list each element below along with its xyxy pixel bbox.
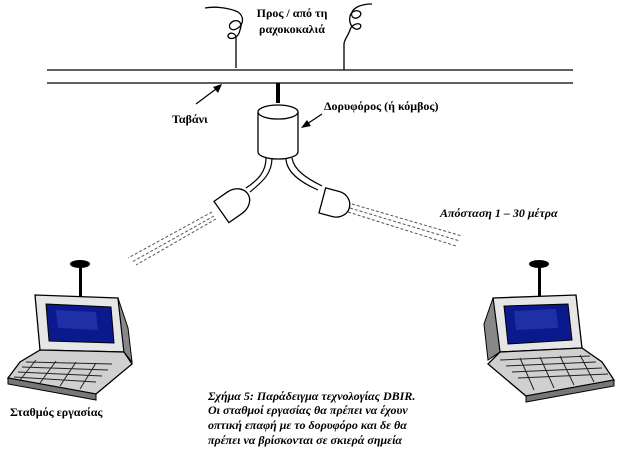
backbone-cable-right <box>343 3 373 70</box>
workstation-label: Σταθμός εργασίας <box>10 405 103 419</box>
ir-beam-right <box>347 203 463 247</box>
transceiver-right <box>318 187 351 218</box>
workstation-left <box>6 260 133 401</box>
caption-line-4: πρέπει να βρίσκονται σε σκιερά σημεία <box>208 433 403 447</box>
caption-line-1: Σχήμα 5: Παράδειγμα τεχνολογίας DBIR. <box>208 389 416 403</box>
caption-line-2: Οι σταθμοί εργασίας θα πρέπει να έχουν <box>208 403 408 417</box>
ceiling-arrow-head <box>213 84 222 93</box>
antenna-mast-left <box>79 264 82 298</box>
antenna-disc-left <box>70 260 90 268</box>
antenna-mast-right <box>538 264 541 298</box>
ceiling-label: Ταβάνι <box>172 112 208 126</box>
cable-right-transceiver-2 <box>291 157 323 187</box>
transceiver-left <box>213 188 251 224</box>
satellite-pole <box>276 83 280 103</box>
cable-left-transceiver <box>245 157 267 189</box>
satellite-arrow-head <box>301 120 311 128</box>
satellite-node <box>257 104 299 160</box>
cable-left-transceiver-2 <box>249 157 273 193</box>
backbone-cable-left <box>204 6 244 68</box>
figure-caption: Σχήμα 5: Παράδειγμα τεχνολογίας DBIR. Οι… <box>208 389 416 447</box>
ir-beam-left <box>127 211 217 266</box>
distance-label: Απόσταση 1 – 30 μέτρα <box>440 206 558 220</box>
caption-line-3: οπτική επαφή με το δορυφόρο και δε θα <box>208 418 407 432</box>
workstation-right <box>483 260 616 403</box>
backbone-label-line2: ραχοκοκαλιά <box>259 22 325 36</box>
satellite-label: Δορυφόρος (ή κόμβος) <box>324 99 439 113</box>
backbone-label-line1: Προς / από τη <box>256 6 328 20</box>
antenna-disc-right <box>529 260 549 268</box>
cable-right-transceiver <box>285 157 319 191</box>
